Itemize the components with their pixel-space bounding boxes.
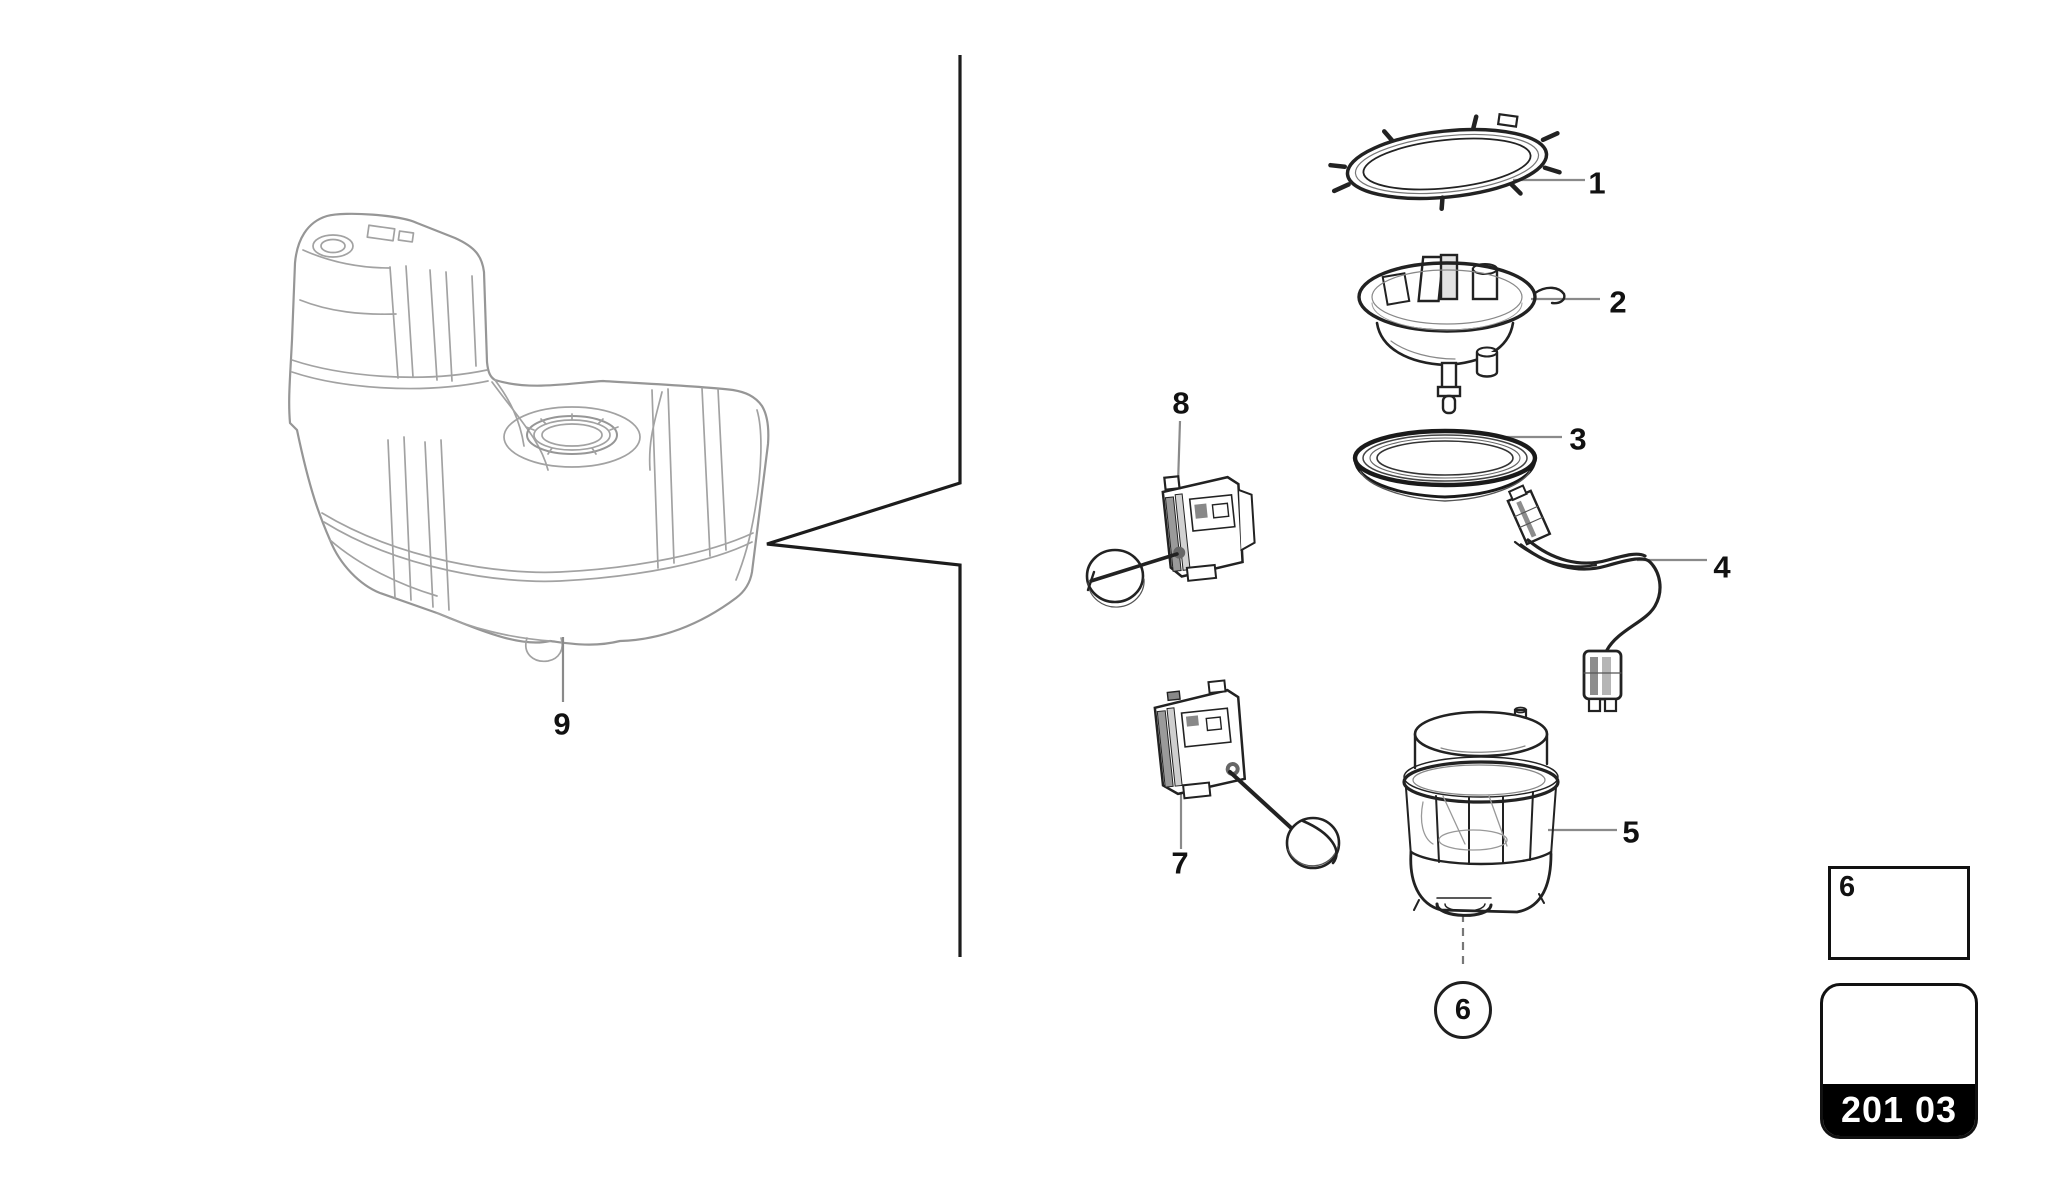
part-7-level-sensor-drawing — [1153, 679, 1341, 870]
callout-6-circled[interactable]: 6 — [1434, 981, 1492, 1039]
tank-detail-bracket-line — [766, 55, 962, 957]
callout-3[interactable]: 3 — [1569, 421, 1587, 457]
fuel-tank-drawing — [288, 212, 770, 663]
inset-ref-box-part-6[interactable]: 6 — [1828, 866, 1970, 960]
callout-8[interactable]: 8 — [1172, 385, 1190, 421]
callout-2[interactable]: 2 — [1609, 284, 1627, 320]
callout-6-label: 6 — [1454, 993, 1472, 1026]
callout-5[interactable]: 5 — [1622, 814, 1640, 850]
part-4-wiring-harness-drawing — [1506, 484, 1662, 713]
part-1-locking-ring-drawing — [1328, 112, 1562, 212]
section-badge[interactable]: 201 03 — [1820, 983, 1978, 1139]
part-3-seal-ring-drawing — [1352, 428, 1538, 502]
callout-1[interactable]: 1 — [1588, 165, 1606, 201]
part-5-pump-module-drawing — [1402, 706, 1560, 917]
part-2-pump-flange-drawing — [1357, 253, 1566, 415]
callout-leader-lines — [561, 178, 1707, 967]
callout-4[interactable]: 4 — [1713, 549, 1731, 585]
callout-7[interactable]: 7 — [1171, 845, 1189, 881]
leader-line-8 — [1176, 420, 1182, 485]
callout-9[interactable]: 9 — [553, 706, 571, 742]
section-badge-icon-area — [1823, 986, 1975, 1084]
section-badge-code: 201 03 — [1823, 1084, 1975, 1136]
part-8-level-sensor-drawing — [1085, 475, 1256, 608]
inset-ref-label: 6 — [1839, 871, 1856, 903]
